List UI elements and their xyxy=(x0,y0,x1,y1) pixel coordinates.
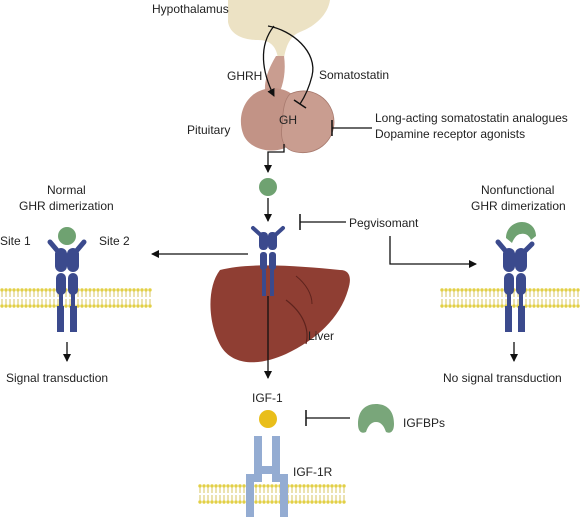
site1-label: Site 1 xyxy=(0,234,31,248)
pituitary-gland xyxy=(240,56,335,154)
liver-receptor-left xyxy=(251,226,268,296)
normal-dimerization-subtitle: GHR dimerization xyxy=(19,199,114,213)
hypothalamus-label: Hypothalamus xyxy=(152,2,229,16)
normal-receptor-right xyxy=(67,239,87,332)
igfbps-label: IGFBPs xyxy=(403,416,445,430)
nonfunctional-gh-receptor-dimer xyxy=(495,222,536,332)
gh-label: GH xyxy=(279,113,297,127)
pegvisomant-bound-molecule xyxy=(506,222,536,243)
signal-transduction-label: Signal transduction xyxy=(6,371,108,385)
liver-receptor-right xyxy=(268,226,285,296)
somatostatin-inhibition-bar xyxy=(293,99,307,109)
igfbp-molecule xyxy=(358,404,394,433)
pituitary-label: Pituitary xyxy=(187,123,230,137)
gh-bound-molecule xyxy=(58,227,76,245)
igf1r-label: IGF-1R xyxy=(293,465,333,479)
liver-organ xyxy=(210,265,350,363)
nonfunctional-receptor-right xyxy=(515,241,535,332)
somatostatin-inhibition-line xyxy=(267,25,314,105)
igf1-molecule xyxy=(259,410,277,428)
liver-gh-receptor xyxy=(251,226,285,296)
ghrh-label: GHRH xyxy=(227,69,262,83)
normal-gh-receptor-dimer xyxy=(47,227,87,332)
dopamine-agonists-label: Dopamine receptor agonists xyxy=(375,127,525,141)
nonfunctional-path-arrow xyxy=(389,236,477,268)
igf1-receptor xyxy=(246,436,288,517)
no-signal-transduction-label: No signal transduction xyxy=(443,371,562,385)
pegvisomant-label: Pegvisomant xyxy=(349,216,419,230)
liver-label: Liver xyxy=(308,329,334,343)
cell-membrane-bottom xyxy=(197,483,347,505)
gh-molecule xyxy=(259,178,277,196)
ghrh-arrow xyxy=(262,25,275,97)
site2-label: Site 2 xyxy=(99,234,130,248)
normal-receptor-left xyxy=(47,239,67,332)
normal-dimerization-title: Normal xyxy=(47,183,86,197)
gh-secretion-arrow xyxy=(264,144,285,173)
nonfunctional-receptor-left xyxy=(495,239,515,332)
somatostatin-label: Somatostatin xyxy=(319,68,389,82)
igf1-label: IGF-1 xyxy=(252,391,283,405)
nonfunctional-dimerization-subtitle: GHR dimerization xyxy=(471,199,566,213)
nonfunctional-dimerization-title: Nonfunctional xyxy=(481,183,554,197)
analogues-label: Long-acting somatostatin analogues xyxy=(375,111,568,125)
